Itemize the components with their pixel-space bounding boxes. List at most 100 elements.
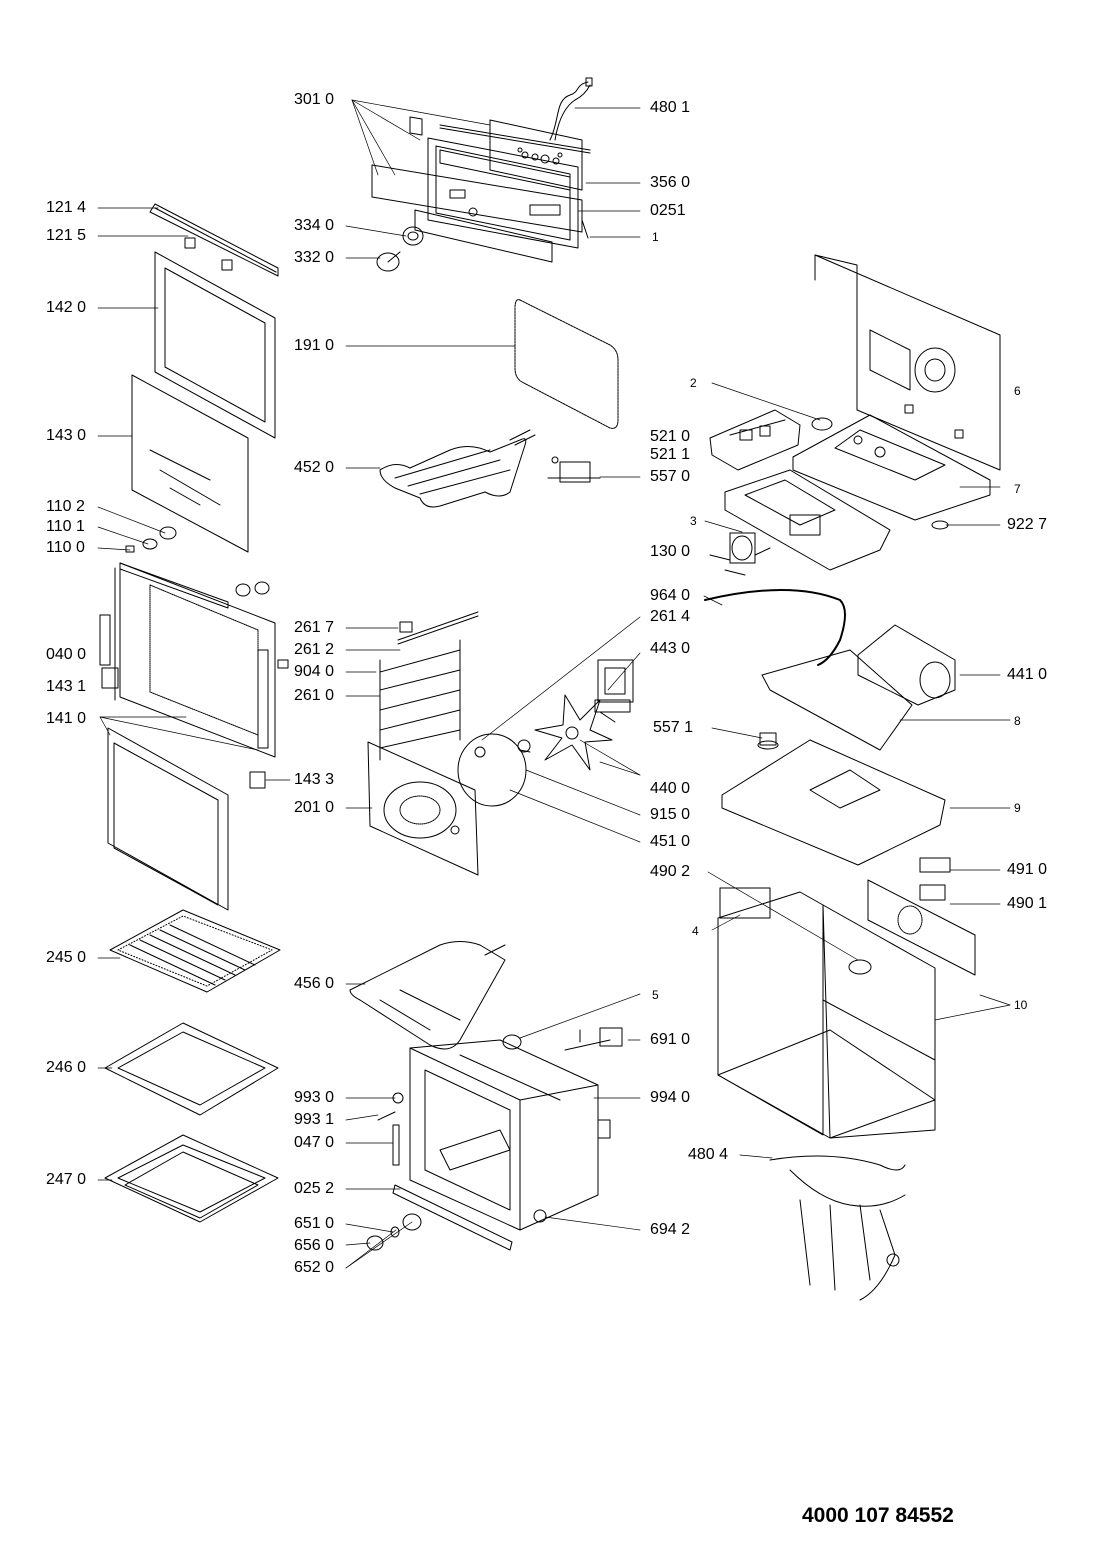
shelf-rails xyxy=(379,611,486,761)
door-hinge-washers xyxy=(125,526,270,597)
part-label-201-0: 201 0 xyxy=(294,799,335,816)
bottom-cover-plate xyxy=(721,739,946,866)
part-label-490-1: 490 1 xyxy=(1007,895,1048,912)
part-label-334-0: 334 0 xyxy=(294,217,335,234)
part-label-356-0: 356 0 xyxy=(650,174,691,191)
part-label-191-0: 191 0 xyxy=(294,337,335,354)
part-label-025-2: 025 2 xyxy=(294,1180,335,1197)
part-label-5: 5 xyxy=(652,988,659,1002)
oven-foot xyxy=(533,1209,547,1223)
circular-heating-element xyxy=(457,733,531,807)
lower-heating-element xyxy=(349,941,506,1050)
part-label-110-0: 110 0 xyxy=(46,539,85,556)
outer-casing xyxy=(717,891,936,1139)
control-panel-assembly xyxy=(371,77,593,263)
part-label-301-0: 301 0 xyxy=(294,91,335,108)
door-seal-strip xyxy=(392,1184,513,1251)
part-label-480-4: 480 4 xyxy=(688,1146,729,1163)
outer-door xyxy=(99,562,289,758)
leader-lines xyxy=(97,99,1011,1269)
part-label-143-0: 143 0 xyxy=(46,427,87,444)
blower-motor xyxy=(709,532,771,576)
knobs-bottom xyxy=(366,1213,422,1251)
part-label-247-0: 247 0 xyxy=(46,1171,87,1188)
part-label-521-1: 521 1 xyxy=(650,446,691,463)
small-fasteners xyxy=(377,1092,404,1166)
side-panel xyxy=(867,879,976,976)
fan-blade xyxy=(517,694,613,771)
part-label-7: 7 xyxy=(1014,482,1021,496)
part-label-452-0: 452 0 xyxy=(294,459,335,476)
part-label-922-7: 922 7 xyxy=(1007,516,1048,533)
thermostat xyxy=(547,456,601,483)
part-label-261-7: 261 7 xyxy=(294,619,335,636)
part-label-141-0: 141 0 xyxy=(46,710,87,727)
part-label-521-0: 521 0 xyxy=(650,428,691,445)
oven-cavity xyxy=(409,1039,611,1231)
cooling-tube xyxy=(704,589,846,666)
part-label-8: 8 xyxy=(1014,714,1021,728)
part-label-557-1: 557 1 xyxy=(653,719,694,736)
heating-element-connector xyxy=(564,1027,623,1051)
knobs-top xyxy=(376,226,424,272)
safety-thermostat xyxy=(757,732,779,750)
part-label-246-0: 246 0 xyxy=(46,1059,87,1076)
ring-seal xyxy=(811,417,833,431)
part-label-121-5: 121 5 xyxy=(46,227,87,244)
oven-back-panel xyxy=(367,741,479,876)
part-label-651-0: 651 0 xyxy=(294,1215,335,1232)
part-label-491-0: 491 0 xyxy=(1007,861,1048,878)
baffle-plate xyxy=(724,469,891,571)
door-top-trim xyxy=(149,203,279,277)
part-label-261-0: 261 0 xyxy=(294,687,335,704)
filter-box xyxy=(719,887,771,919)
part-label-451-0: 451 0 xyxy=(650,833,691,850)
part-label-443-0: 443 0 xyxy=(650,640,691,657)
part-label-261-4: 261 4 xyxy=(650,608,691,625)
oven-tray-shallow xyxy=(104,1022,279,1116)
washer xyxy=(931,520,949,530)
part-label-994-0: 994 0 xyxy=(650,1089,691,1106)
cooling-fan xyxy=(857,624,956,706)
part-label-2: 2 xyxy=(690,376,697,390)
part-label-656-0: 656 0 xyxy=(294,1237,335,1254)
top-plate xyxy=(792,414,991,521)
back-housing xyxy=(814,254,1001,471)
inner-glass-frame xyxy=(107,727,229,911)
part-label-652-0: 652 0 xyxy=(294,1259,335,1276)
part-label-456-0: 456 0 xyxy=(294,975,335,992)
part-label-121-4: 121 4 xyxy=(46,199,87,216)
part-label-332-0: 332 0 xyxy=(294,249,335,266)
part-label-261-2: 261 2 xyxy=(294,641,335,658)
oven-tray-deep xyxy=(104,1134,279,1223)
lamp xyxy=(502,1034,522,1050)
cable xyxy=(554,84,591,141)
part-label-245-0: 245 0 xyxy=(46,949,87,966)
part-label-143-3: 143 3 xyxy=(294,771,335,788)
connector xyxy=(919,884,946,901)
part-label-110-2: 110 2 xyxy=(46,498,85,515)
part-label-440-0: 440 0 xyxy=(650,780,691,797)
air-duct-plate xyxy=(761,649,913,751)
part-label-480-1: 480 1 xyxy=(650,99,691,116)
terminal-block xyxy=(919,857,951,873)
oven-wire-rack xyxy=(109,909,281,993)
part-label-964-0: 964 0 xyxy=(650,587,691,604)
part-label-3: 3 xyxy=(690,514,697,528)
oven-seal xyxy=(514,299,619,429)
part-label-142-0: 142 0 xyxy=(46,299,87,316)
middle-door-glass xyxy=(131,374,249,553)
part-label-047-0: 047 0 xyxy=(294,1134,335,1151)
part-label-691-0: 691 0 xyxy=(650,1031,691,1048)
part-label-130-0: 130 0 xyxy=(650,543,691,560)
part-label-557-0: 557 0 xyxy=(650,468,691,485)
part-label-993-0: 993 0 xyxy=(294,1089,335,1106)
inner-door-glass xyxy=(154,251,276,439)
fan-motor xyxy=(594,659,634,723)
part-label-040-0: 040 0 xyxy=(46,646,87,663)
part-label-10: 10 xyxy=(1014,998,1028,1012)
grill-element xyxy=(379,429,536,508)
part-label-4: 4 xyxy=(692,924,699,938)
part-label-0251: 0251 xyxy=(650,202,686,219)
